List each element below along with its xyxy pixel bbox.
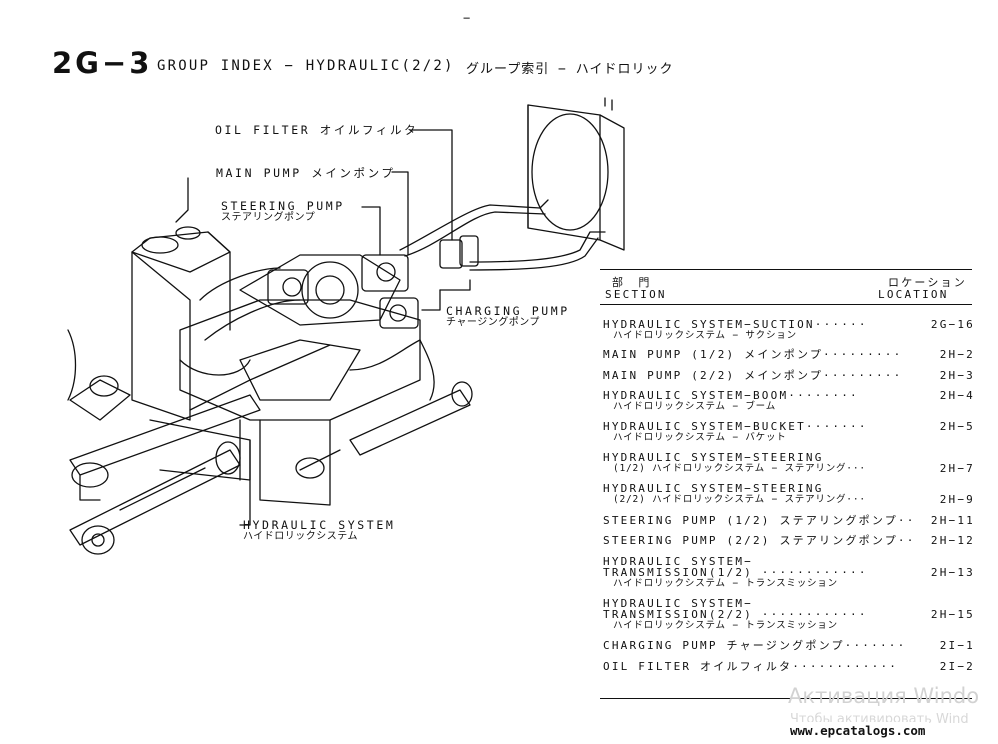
callout-charging-pump-jp: チャージングポンプ: [446, 317, 540, 328]
index-row-title: HYDRAULIC SYSTEM−SUCTION······: [603, 318, 868, 331]
page-number: 2G−3: [52, 46, 153, 80]
index-row-title-line2: TRANSMISSION(2/2) ············: [603, 608, 868, 621]
index-row[interactable]: MAIN PUMP (2/2) メインポンプ········· 2H−3: [603, 370, 975, 381]
index-row-title: HYDRAULIC SYSTEM−STEERING: [603, 451, 824, 464]
index-section-jp: 部 門: [612, 276, 652, 289]
index-row-title: STEERING PUMP (1/2) ステアリングポンプ··: [603, 514, 916, 527]
index-row-title: OIL FILTER オイルフィルタ············: [603, 660, 899, 673]
index-row[interactable]: MAIN PUMP (1/2) メインポンプ········· 2H−2: [603, 349, 975, 360]
index-row-location: 2I−2: [939, 660, 975, 673]
index-row-title: HYDRAULIC SYSTEM−BUCKET·······: [603, 420, 868, 433]
callout-oil-filter: OIL FILTER オイルフィルタ: [215, 123, 419, 137]
index-row[interactable]: HYDRAULIC SYSTEM−SUCTION······ ハイドロリックシス…: [603, 319, 975, 341]
index-row-location: 2H−5: [939, 420, 975, 433]
page-title: GROUP INDEX − HYDRAULIC(2/2): [157, 58, 455, 74]
index-row[interactable]: STEERING PUMP (1/2) ステアリングポンプ·· 2H−11: [603, 515, 975, 526]
index-row-location: 2H−3: [939, 369, 975, 382]
callout-hydraulic-system-label: HYDRAULIC SYSTEM: [243, 518, 396, 532]
index-row[interactable]: OIL FILTER オイルフィルタ············ 2I−2: [603, 661, 975, 672]
callout-hydraulic-system: HYDRAULIC SYSTEM ハイドロリックシステム: [243, 519, 395, 543]
index-row[interactable]: HYDRAULIC SYSTEM−BUCKET······· ハイドロリックシス…: [603, 421, 975, 443]
index-row-sub: ハイドロリックシステム − トランスミッション: [613, 620, 838, 631]
index-row[interactable]: HYDRAULIC SYSTEM−STEERING (1/2) ハイドロリックシ…: [603, 452, 975, 474]
index-top-rule: [600, 269, 972, 270]
index-section-header: SECTION: [605, 288, 667, 301]
index-row-title: HYDRAULIC SYSTEM−BOOM········: [603, 389, 859, 402]
callout-steering-pump-jp: ステアリングポンプ: [221, 212, 316, 223]
index-row-sub: ハイドロリックシステム − ブーム: [613, 401, 776, 412]
site-url[interactable]: www.epcatalogs.com: [786, 722, 930, 739]
index-row-location: 2H−7: [939, 462, 975, 475]
page-title-jp: グループ索引 − ハイドロリック: [466, 62, 674, 77]
index-row[interactable]: HYDRAULIC SYSTEM− TRANSMISSION(2/2) ····…: [603, 598, 975, 631]
callout-steering-pump: STEERING PUMP ステアリングポンプ: [221, 200, 345, 224]
index-row[interactable]: HYDRAULIC SYSTEM−BOOM········ ハイドロリックシステ…: [603, 390, 975, 412]
index-row-title: HYDRAULIC SYSTEM−STEERING: [603, 482, 824, 495]
index-row-title: HYDRAULIC SYSTEM−: [603, 555, 753, 568]
callout-charging-pump: CHARGING PUMP チャージングポンプ: [446, 305, 570, 329]
callout-hydraulic-system-jp: ハイドロリックシステム: [243, 531, 358, 542]
index-row-sub: ハイドロリックシステム − トランスミッション: [613, 578, 838, 589]
index-bottom-rule: [600, 698, 972, 699]
index-row-title: MAIN PUMP (2/2) メインポンプ·········: [603, 369, 903, 382]
index-row-sub: ハイドロリックシステム − バケット: [613, 432, 787, 443]
index-row-location: 2H−13: [930, 566, 975, 579]
index-row-location: 2H−15: [930, 608, 975, 621]
index-row-location: 2H−9: [939, 493, 975, 506]
index-row-location: 2G−16: [930, 318, 975, 331]
index-row[interactable]: HYDRAULIC SYSTEM− TRANSMISSION(1/2) ····…: [603, 556, 975, 589]
index-location-header: LOCATION: [878, 288, 949, 301]
index-row-location: 2H−11: [930, 514, 975, 527]
index-row-title-line2: TRANSMISSION(1/2) ············: [603, 566, 868, 579]
index-row-sub: (2/2) ハイドロリックシステム − ステアリング···: [613, 494, 866, 505]
activation-watermark: Активация Windo: [788, 684, 980, 708]
index-row-location: 2H−12: [930, 534, 975, 547]
index-row-title: HYDRAULIC SYSTEM−: [603, 597, 753, 610]
index-location-jp: ロケーション: [888, 276, 967, 289]
index-row-location: 2I−1: [939, 639, 975, 652]
callout-charging-pump-label: CHARGING PUMP: [446, 304, 570, 318]
callout-main-pump: MAIN PUMP メインポンプ: [216, 166, 396, 180]
index-row-location: 2H−2: [939, 348, 975, 361]
index-row[interactable]: STEERING PUMP (2/2) ステアリングポンプ·· 2H−12: [603, 535, 975, 546]
index-row-sub: (1/2) ハイドロリックシステム − ステアリング···: [613, 463, 866, 474]
index-row-location: 2H−4: [939, 389, 975, 402]
callout-steering-pump-label: STEERING PUMP: [221, 199, 345, 213]
index-header-rule: [600, 304, 972, 305]
index-row-title: STEERING PUMP (2/2) ステアリングポンプ··: [603, 534, 916, 547]
index-row-title: CHARGING PUMP チャージングポンプ·······: [603, 639, 907, 652]
index-row-sub: ハイドロリックシステム − サクション: [613, 330, 797, 341]
index-row[interactable]: HYDRAULIC SYSTEM−STEERING (2/2) ハイドロリックシ…: [603, 483, 975, 505]
top-dash-mark: −: [463, 11, 471, 25]
index-row[interactable]: CHARGING PUMP チャージングポンプ······· 2I−1: [603, 640, 975, 651]
index-row-title: MAIN PUMP (1/2) メインポンプ·········: [603, 348, 903, 361]
